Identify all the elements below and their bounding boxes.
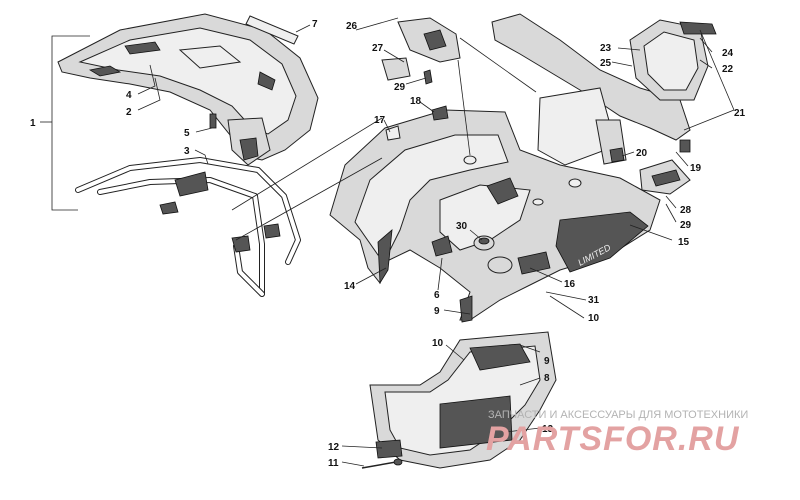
fender-plug <box>431 105 449 121</box>
callout-18: 18 <box>410 96 422 107</box>
watermark: ЗАПЧАСТИ И АКСЕССУАРЫ ДЛЯ МОТОТЕХНИКИ PA… <box>486 409 748 458</box>
rack-strip-decal <box>245 15 299 45</box>
callout-31: 31 <box>588 295 600 306</box>
callout-8: 8 <box>544 373 550 384</box>
rear-fender <box>329 109 661 323</box>
callout-16: 16 <box>564 279 576 290</box>
rack-bolt <box>209 113 217 129</box>
callout-13: 13 <box>542 424 554 435</box>
callout-17: 17 <box>374 115 386 126</box>
callout-2: 2 <box>126 107 132 118</box>
leader-lines <box>40 17 735 467</box>
callout-14: 14 <box>344 281 356 292</box>
callout-30: 30 <box>456 221 468 232</box>
cargo-box <box>491 13 717 195</box>
callout-27: 27 <box>372 43 384 54</box>
rack-tube-frame <box>75 157 301 297</box>
callout-23: 23 <box>600 43 612 54</box>
callout-21: 21 <box>734 108 746 119</box>
callout-25: 25 <box>600 58 612 69</box>
callout-22: 22 <box>722 64 734 75</box>
callout-7: 7 <box>312 19 318 30</box>
watermark-logo: PARTSFOR.RU <box>486 420 740 458</box>
watermark-caption: ЗАПЧАСТИ И АКСЕССУАРЫ ДЛЯ МОТОТЕХНИКИ <box>488 409 748 421</box>
callout-9-upper: 9 <box>434 306 440 317</box>
callout-5: 5 <box>184 128 190 139</box>
callout-12: 12 <box>328 442 340 453</box>
fender-clip-17 <box>385 125 401 141</box>
callout-20: 20 <box>636 148 648 159</box>
callout-6-mid: 6 <box>434 290 440 301</box>
callout-labels: 1 2 4 5 3 7 26 27 29 18 17 23 25 24 22 2… <box>30 19 746 469</box>
callout-9-lower: 9 <box>544 356 550 367</box>
callout-29-right: 29 <box>680 220 692 231</box>
callout-19: 19 <box>690 163 702 174</box>
callout-28: 28 <box>680 205 692 216</box>
rear-rack <box>57 13 319 166</box>
footwell <box>369 331 557 469</box>
callout-10-right: 10 <box>588 313 600 324</box>
callout-1: 1 <box>30 118 36 129</box>
callout-11: 11 <box>328 458 339 469</box>
callout-15: 15 <box>678 237 690 248</box>
callout-24: 24 <box>722 48 734 59</box>
callout-29-top: 29 <box>394 82 406 93</box>
footwell-screw <box>361 458 403 469</box>
filler-cap <box>473 235 513 274</box>
callout-10-lower: 10 <box>432 338 444 349</box>
fender-clip <box>431 235 453 257</box>
callout-4: 4 <box>126 90 132 101</box>
storage-latch <box>381 17 461 85</box>
callout-26: 26 <box>346 21 358 32</box>
callout-3: 3 <box>184 146 190 157</box>
